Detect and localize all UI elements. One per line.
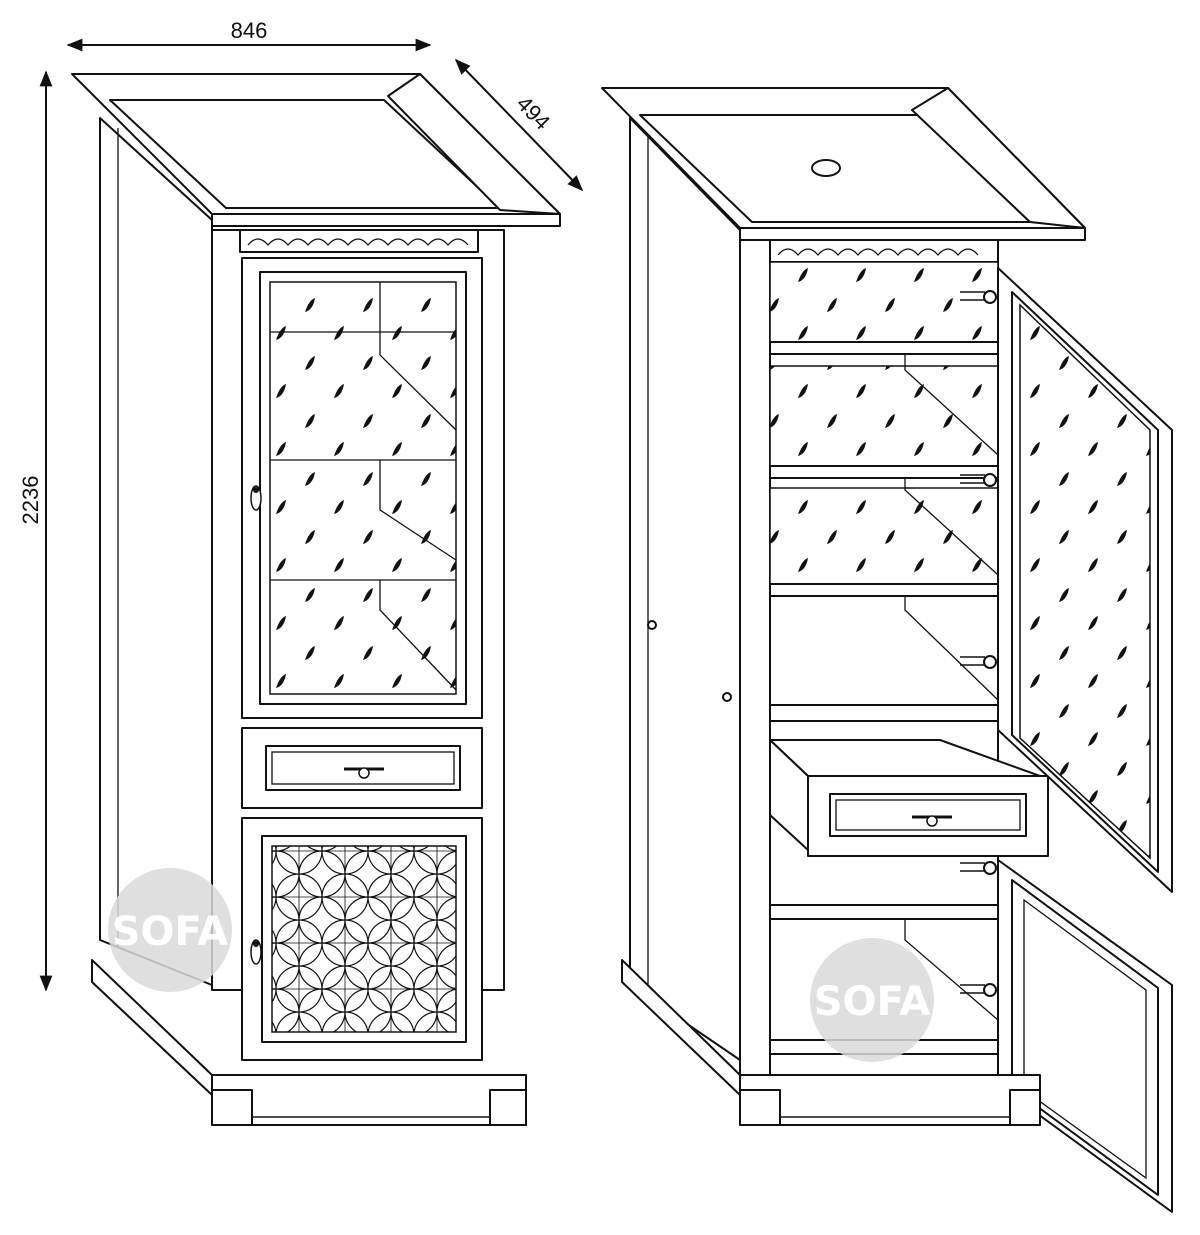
dimension-depth-label: 494 (512, 91, 555, 135)
open-left-foot (739, 1089, 781, 1126)
glass-perspective-lines (379, 282, 457, 691)
dimension-width-label: 846 (231, 18, 268, 43)
lower-door-handle-icon (250, 939, 262, 965)
hinge-icon (960, 983, 997, 997)
svg-text:SOFA: SOFA (112, 909, 229, 955)
crown-ornament (247, 238, 469, 247)
svg-text:SOFA: SOFA (814, 979, 931, 1025)
open-cabinet-side-panel (629, 117, 741, 1061)
shelf-2 (769, 465, 999, 479)
cable-hole-icon (811, 159, 841, 177)
watermark-right: SOFA (810, 938, 934, 1062)
glass-shelf-lines (270, 331, 456, 581)
right-foot (489, 1089, 527, 1126)
open-carved-crown (769, 239, 999, 263)
cabinet-closed-view: SOFA (71, 73, 561, 1126)
interior-back-section-2 (769, 365, 999, 467)
open-drawer (769, 739, 1049, 857)
hinge-icon (960, 473, 997, 487)
open-cornice-profile (911, 87, 1086, 229)
cornice-right-profile (387, 73, 561, 215)
cabinet-open-view: SOFA (601, 87, 1173, 1213)
hinge-icon (960, 290, 997, 304)
open-lower-door (997, 859, 1173, 1213)
cabinet-left-side-panel (99, 117, 213, 986)
cornice-front-edge (211, 213, 561, 227)
shelf-1 (769, 341, 999, 355)
hinge-icon (960, 655, 997, 669)
open-right-foot (1009, 1089, 1041, 1126)
dimension-height-label: 2236 (18, 476, 43, 525)
open-front-left-post (739, 239, 771, 1091)
interior-perspective-lines (904, 354, 999, 701)
dimension-height: 2236 (18, 70, 53, 992)
shelf-3 (769, 583, 999, 597)
hinge-icon (960, 861, 997, 875)
open-cornice-edge (739, 227, 1086, 241)
left-foot (211, 1089, 253, 1126)
drawer-rail-shelf (769, 704, 999, 722)
door-handle-icon (250, 485, 262, 511)
glass-door (241, 257, 483, 719)
interior-back-section-3 (769, 487, 999, 585)
lower-door (241, 817, 483, 1061)
lower-shelf (769, 904, 999, 920)
open-upper-door (997, 267, 1173, 893)
interior-back-section-1 (769, 261, 999, 343)
carved-crown (239, 229, 479, 253)
dimension-width: 846 (66, 18, 432, 52)
drawer-handle-icon (344, 767, 384, 779)
watermark-left: SOFA (108, 868, 232, 992)
